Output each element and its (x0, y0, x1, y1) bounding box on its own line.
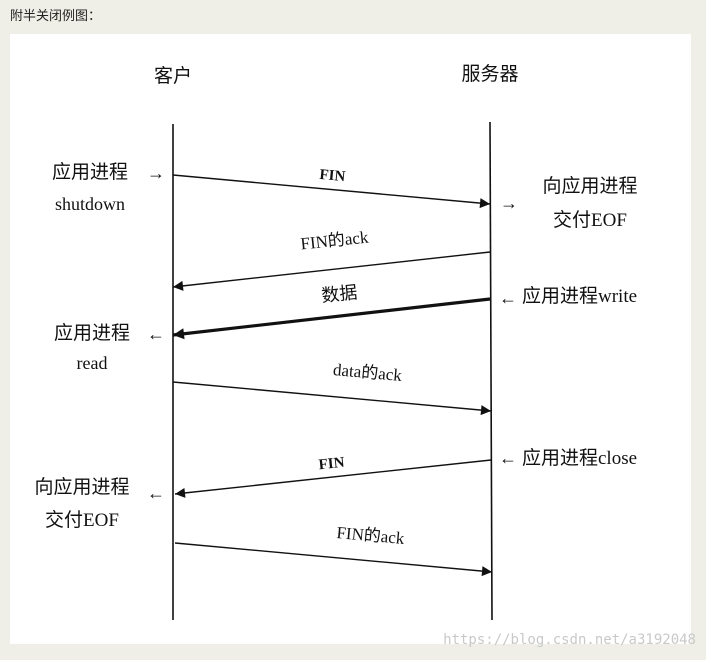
watermark: https://blog.csdn.net/a3192048 (443, 632, 696, 648)
client-note-read-line2: read (77, 353, 108, 373)
diagram-panel: 客户 服务器 FIN FIN的ack 数据 data的ack FIN FIN的a… (10, 34, 691, 644)
message-label-fin-2: FIN (318, 455, 346, 474)
server-label: 服务器 (461, 63, 518, 85)
message-label-fin-ack-2: FIN的ack (336, 523, 406, 548)
server-note-eof-line1: 向应用进程 (542, 175, 637, 197)
client-note-eof-line2: 交付EOF (45, 509, 119, 531)
message-label-fin-1: FIN (319, 167, 346, 185)
message-label-data: 数据 (320, 282, 358, 306)
message-arrow-fin-1 (172, 174, 491, 209)
message-arrow-fin-ack-1 (172, 251, 491, 291)
server-note-write-arrow: ← (499, 288, 517, 308)
client-note-read-line1: 应用进程 (54, 322, 130, 344)
tcp-half-close-diagram: 客户 服务器 FIN FIN的ack 数据 data的ack FIN FIN的a… (34, 63, 638, 621)
server-note-close-arrow: ← (499, 448, 517, 468)
message-arrow-data (172, 297, 491, 340)
message-arrow-fin-2 (174, 459, 492, 498)
message-arrow-fin-ack-2 (174, 542, 493, 577)
server-note-eof-arrow: → (500, 193, 518, 213)
message-label-fin-ack-1: FIN的ack (300, 227, 370, 253)
client-note-eof-arrow: ← (147, 483, 165, 503)
client-note-shutdown-arrow: → (147, 163, 165, 183)
message-label-data-ack: data的ack (332, 360, 403, 385)
server-note-close: 应用进程close (522, 447, 637, 469)
page-title: 附半关闭例图： (10, 9, 102, 24)
client-note-read-arrow: ← (147, 324, 165, 344)
client-note-shutdown-line1: 应用进程 (52, 161, 128, 183)
server-timeline (489, 121, 493, 621)
server-note-write: 应用进程write (522, 285, 637, 307)
server-note-eof-line2: 交付EOF (553, 209, 627, 231)
client-label: 客户 (154, 65, 192, 87)
client-note-eof-line1: 向应用进程 (34, 476, 129, 498)
message-arrow-data-ack (172, 381, 492, 416)
client-note-shutdown-line2: shutdown (55, 194, 125, 214)
